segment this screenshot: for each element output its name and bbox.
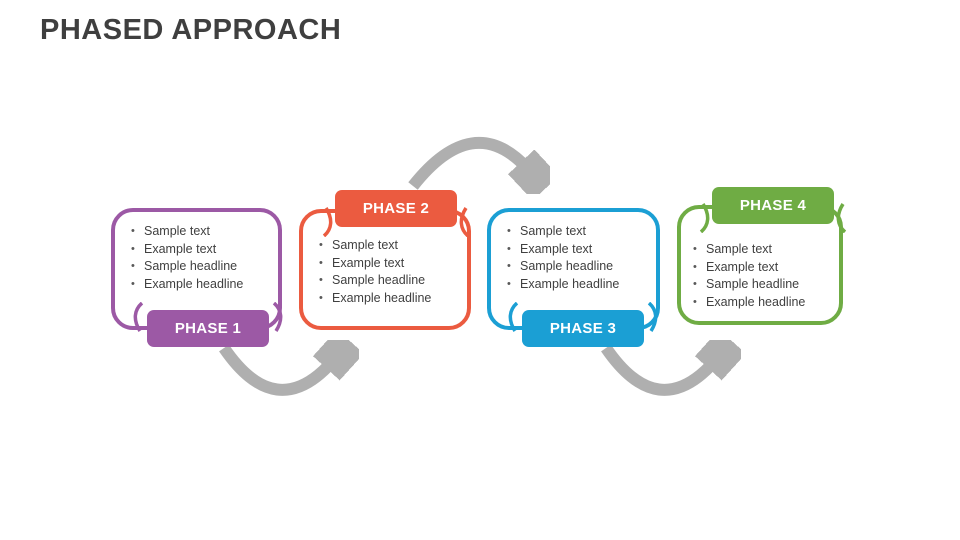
- arrow-phase3-to-phase4: [601, 340, 741, 396]
- phase-1-box: Sample text Example text Sample headline…: [111, 208, 282, 330]
- border-curl-icon: [272, 302, 283, 332]
- bullet-item: Sample headline: [692, 276, 839, 294]
- bullet-item: Example text: [318, 255, 467, 273]
- bullet-item: Sample text: [130, 223, 278, 241]
- border-curl-icon: [647, 302, 658, 332]
- border-curl-icon: [836, 203, 847, 233]
- phase-2-label: PHASE 2: [335, 190, 457, 227]
- bullet-item: Sample headline: [318, 272, 467, 290]
- bullet-item: Sample text: [692, 241, 839, 259]
- bullet-item: Example text: [692, 259, 839, 277]
- bullet-item: Sample headline: [130, 258, 278, 276]
- bullet-item: Example headline: [318, 290, 467, 308]
- bullet-item: Example headline: [692, 294, 839, 312]
- phase-3-bullet-list: Sample text Example text Sample headline…: [506, 223, 656, 293]
- bullet-item: Example headline: [506, 276, 656, 294]
- bullet-item: Sample headline: [506, 258, 656, 276]
- border-curl-icon: [133, 302, 144, 332]
- bullet-item: Example text: [130, 241, 278, 259]
- phase-1-bullet-list: Sample text Example text Sample headline…: [130, 223, 278, 293]
- phase-3-label: PHASE 3: [522, 310, 644, 347]
- phase-1-label: PHASE 1: [147, 310, 269, 347]
- phase-4-bullet-list: Sample text Example text Sample headline…: [692, 241, 839, 311]
- arrow-phase2-to-phase3: [408, 137, 550, 194]
- page-title: PHASED APPROACH: [40, 14, 342, 46]
- phase-4-label: PHASE 4: [712, 187, 834, 224]
- phase-2-bullet-list: Sample text Example text Sample headline…: [318, 237, 467, 307]
- bullet-item: Example text: [506, 241, 656, 259]
- border-curl-icon: [508, 302, 519, 332]
- border-curl-icon: [699, 203, 710, 233]
- bullet-item: Sample text: [318, 237, 467, 255]
- phase-3-box: Sample text Example text Sample headline…: [487, 208, 660, 330]
- border-curl-icon: [322, 207, 333, 237]
- bullet-item: Example headline: [130, 276, 278, 294]
- bullet-item: Sample text: [506, 223, 656, 241]
- arrow-phase1-to-phase2: [219, 340, 359, 396]
- border-curl-icon: [459, 207, 470, 237]
